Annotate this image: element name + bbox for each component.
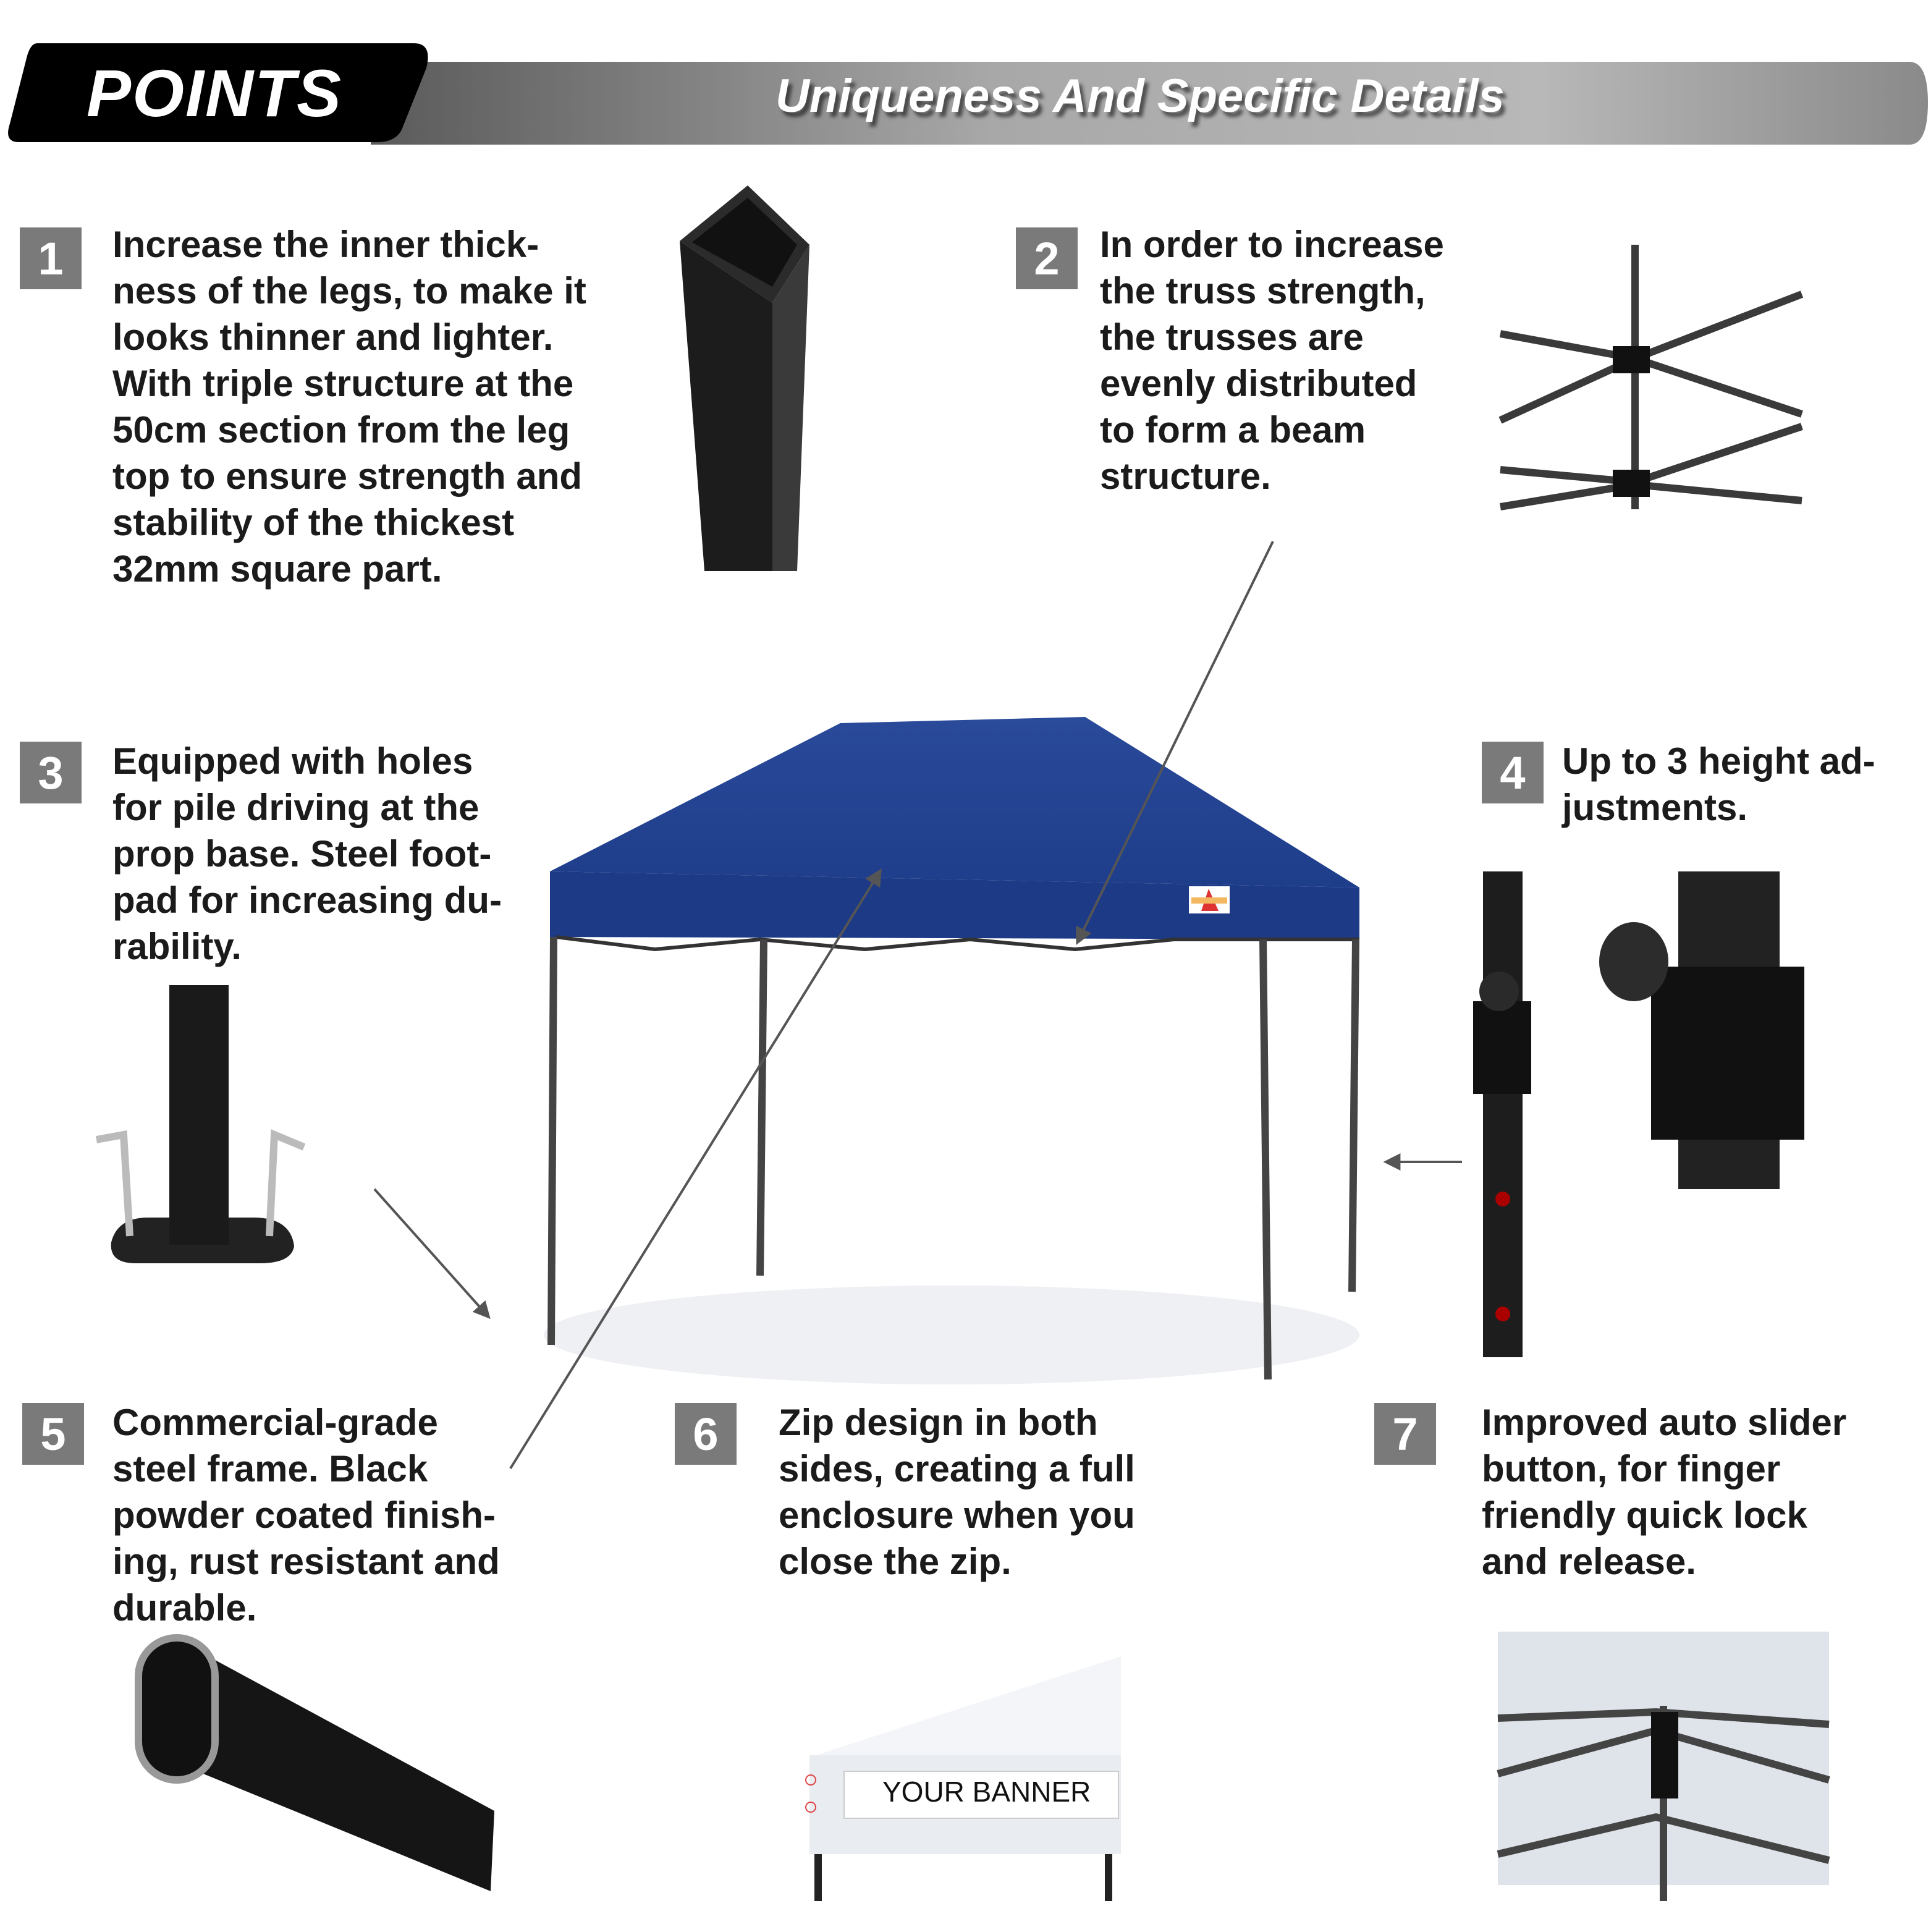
point-text-5: Commercial-grade steel frame. Black powder… — [112, 1399, 500, 1631]
banner-label: YOUR BANNER — [882, 1776, 1091, 1808]
point-text-4: Up to 3 height ad-justments. — [1562, 738, 1875, 831]
point-badge-2: 2 — [1016, 227, 1078, 289]
text-line: Improved auto slider — [1482, 1402, 1847, 1443]
banner-tent-image — [805, 1656, 1121, 1901]
text-line: close the zip. — [779, 1541, 1012, 1582]
point-text-1: Increase the inner thick-ness of the leg… — [112, 221, 586, 592]
point-badge-7: 7 — [1374, 1403, 1436, 1465]
text-line: and release. — [1482, 1541, 1696, 1582]
footpad-image — [95, 985, 306, 1263]
text-line: In order to increase — [1100, 224, 1444, 265]
text-line: Increase the inner thick- — [112, 224, 539, 265]
text-line: With triple structure at the — [112, 363, 574, 404]
text-line: the trusses are — [1100, 316, 1364, 358]
text-line: top to ensure strength and — [112, 455, 583, 497]
point-badge-6: 6 — [675, 1403, 737, 1465]
header-title: POINTS — [87, 56, 343, 130]
point-text-3: Equipped with holes for pile driving at t… — [112, 738, 502, 970]
oval-tube-image — [135, 1634, 494, 1891]
header-bar — [371, 62, 1928, 145]
text-line: Equipped with holes — [112, 740, 473, 782]
height-adjuster-image — [1473, 871, 1804, 1357]
canopy-tent-image — [544, 717, 1359, 1384]
text-line: 32mm square part. — [112, 548, 442, 590]
text-line: justments. — [1562, 787, 1748, 828]
point-text-6: Zip design in both sides, creating a full… — [779, 1399, 1135, 1585]
auto-slider-image — [1497, 1632, 1830, 1901]
text-line: Up to 3 height ad- — [1562, 740, 1875, 782]
text-line: the truss strength, — [1100, 270, 1426, 311]
text-line: looks thinner and lighter. — [112, 316, 554, 358]
text-line: ness of the legs, to make it — [112, 270, 586, 311]
text-line: steel frame. Black — [112, 1448, 428, 1489]
header-subtitle: Uniqueness And Specific Details — [775, 70, 1505, 122]
text-line: friendly quick lock — [1482, 1494, 1807, 1536]
text-line: pad for increasing du- — [112, 879, 502, 921]
text-line: powder coated finish- — [112, 1494, 496, 1536]
pointer-arrows — [373, 541, 1462, 1470]
text-line: enclosure when you — [779, 1494, 1135, 1536]
point-badge-1: 1 — [20, 227, 82, 289]
point-badge-5: 5 — [22, 1403, 84, 1465]
text-line: 50cm section from the leg — [112, 409, 570, 451]
text-line: structure. — [1100, 455, 1271, 497]
point-badge-4: 4 — [1482, 742, 1544, 803]
text-line: stability of the thickest — [112, 502, 515, 543]
text-line: Zip design in both — [779, 1402, 1098, 1443]
text-line: rability. — [112, 926, 242, 967]
text-line: ing, rust resistant and — [112, 1541, 500, 1582]
point-text-7: Improved auto slider button, for finger fr… — [1482, 1399, 1846, 1585]
text-line: button, for finger — [1482, 1448, 1781, 1489]
point-text-2: In order to increase the truss strength, t… — [1100, 221, 1444, 499]
text-line: Commercial-grade — [112, 1402, 438, 1443]
text-line: prop base. Steel foot- — [112, 833, 492, 875]
text-line: for pile driving at the — [112, 787, 480, 828]
text-line: sides, creating a full — [779, 1448, 1135, 1489]
text-line: to form a beam — [1100, 409, 1366, 451]
truss-image — [1498, 245, 1804, 511]
square-leg-image — [680, 185, 809, 571]
header-tab — [8, 43, 428, 142]
text-line: evenly distributed — [1100, 363, 1418, 404]
point-badge-3: 3 — [20, 742, 82, 803]
text-line: durable. — [112, 1587, 257, 1629]
